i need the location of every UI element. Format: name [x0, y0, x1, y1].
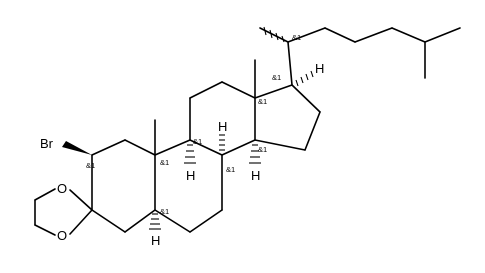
hash-c17-h [295, 70, 314, 87]
bond-c10-c1 [124, 139, 156, 156]
wedge-c2-br [62, 141, 92, 155]
bond-c6-c7 [189, 209, 223, 233]
stereo-label-c20: &1 [292, 33, 301, 42]
bond-c20-c22 [287, 27, 326, 43]
atom-label-br: Br [40, 136, 54, 151]
atom-label-h-c17: H [315, 61, 324, 76]
stereo-label-c9: &1 [193, 137, 202, 146]
hash-line [275, 32, 279, 41]
bond-c13-c17 [254, 84, 293, 99]
stereo-label-c10: &1 [160, 158, 169, 167]
hash-line [269, 29, 273, 39]
stereo-label-c17: &1 [272, 73, 281, 82]
stereo-label-c2: &1 [86, 161, 95, 170]
bond-c23-c24 [354, 27, 393, 43]
hash-c8-h [219, 134, 225, 151]
stereo-label-c14: &1 [258, 145, 267, 154]
hash-line [300, 76, 304, 84]
hash-line [310, 70, 314, 78]
hash-line [281, 35, 285, 43]
bond-c25-c26 [424, 27, 461, 43]
bond-c11-c12 [189, 81, 223, 99]
bond-ch2-o2 [34, 224, 56, 236]
hash-line [305, 73, 309, 81]
bond-o2-c3 [69, 209, 93, 235]
bond-c14-c8 [221, 139, 256, 156]
bond-c1-c2 [91, 139, 126, 156]
hash-line [295, 79, 299, 87]
atom-label-h-c14: H [251, 168, 260, 183]
hash-c9-h [184, 144, 196, 164]
bond-c17-c20 [287, 41, 293, 86]
atom-label-h-c9: H [186, 168, 195, 183]
bond-c16-c15 [304, 111, 321, 151]
bond-c22-c23 [324, 27, 356, 43]
atom-label-h-c8: H [218, 119, 227, 134]
bond-c15-c14 [254, 139, 306, 151]
hash-c20-methyl [263, 26, 285, 43]
atom-label-h-c5: H [151, 233, 160, 248]
bond-c3-c4 [91, 209, 126, 233]
bond-c12-c13 [221, 81, 256, 99]
bond-o1-ch2 [34, 188, 56, 201]
stereo-label-c5: &1 [160, 207, 169, 216]
hash-line [263, 26, 267, 36]
bond-c5-c6 [154, 209, 191, 233]
atom-label-o-bottom: O [57, 228, 67, 243]
bond-c8-c9 [189, 139, 223, 156]
stereo-label-c8: &1 [226, 165, 235, 174]
hash-c5-h [149, 213, 161, 230]
bond-c9-c10 [154, 139, 191, 156]
hash-c14-h [249, 144, 261, 164]
bond-c17-c16 [291, 84, 321, 113]
bond-c24-c25 [391, 27, 426, 43]
bond-c3-o1 [69, 189, 93, 211]
bond-c4-c5 [124, 209, 156, 233]
stereo-label-c13: &1 [258, 97, 267, 106]
atom-label-o-top: O [57, 181, 67, 196]
